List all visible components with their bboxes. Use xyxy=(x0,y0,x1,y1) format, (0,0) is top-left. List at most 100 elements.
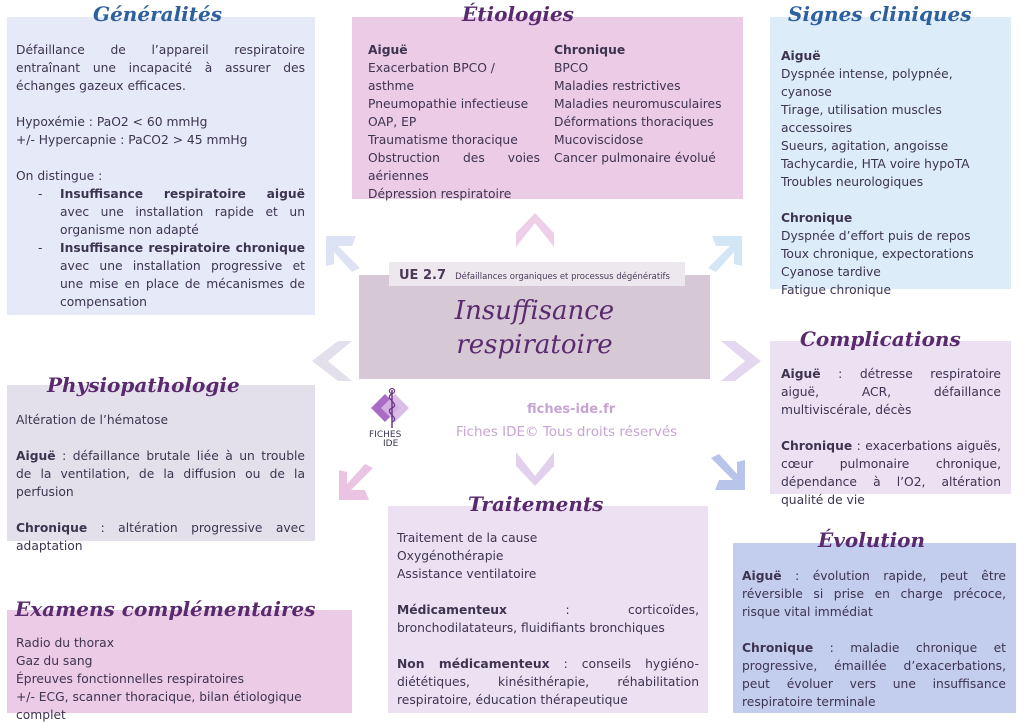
acute-label: Aiguë xyxy=(742,569,782,583)
generalites-definition: Défaillance de l’appareil respiratoire e… xyxy=(16,43,305,93)
acute-label: Aiguë xyxy=(781,367,821,381)
item-bold: Insuffisance respiratoire aiguë xyxy=(60,187,305,201)
physio-chronic: Chronique : altération progressive avec … xyxy=(16,519,305,555)
center-title-line2: respiratoire xyxy=(456,330,613,360)
chronic-text: : altération progressive avec adaptation xyxy=(16,521,305,553)
list-item: Sueurs, agitation, angoisse xyxy=(781,139,949,153)
acute-header: Aiguë xyxy=(368,43,408,57)
chronic-header: Chronique xyxy=(781,211,853,225)
list-item: Exacerbation BPCO / asthme xyxy=(368,61,495,93)
list-item: Dyspnée intense, polypnée, cyanose xyxy=(781,67,953,99)
arrow-left-icon xyxy=(312,341,352,381)
list-item: Insuffisance respiratoire chronique avec… xyxy=(38,239,305,311)
list-item: OAP, EP xyxy=(368,115,417,129)
item-text: avec une installation progressive et une… xyxy=(60,259,305,309)
ue-description: Défaillances organiques et processus dég… xyxy=(455,272,670,282)
list-item: BPCO xyxy=(554,61,589,75)
generalites-distinguish: On distingue : xyxy=(16,169,103,183)
signes-title: Signes cliniques xyxy=(788,2,972,26)
list-item: Gaz du sang xyxy=(16,654,93,668)
acute-header: Aiguë xyxy=(781,49,821,63)
list-item: Radio du thorax xyxy=(16,636,114,650)
arrow-right-icon xyxy=(721,341,761,381)
logo-text-1: FICHES xyxy=(369,430,402,440)
traitements-title: Traitements xyxy=(468,492,604,516)
generalites-hypoxemie: Hypoxémie : PaO2 < 60 mmHg xyxy=(16,115,208,129)
list-item: Obstruction des voies aériennes xyxy=(368,151,540,183)
list-item: Déformations thoraciques xyxy=(554,115,714,129)
list-item: Dépression respiratoire xyxy=(368,187,512,201)
examens-title: Examens complémentaires xyxy=(15,597,316,621)
traitements-nonmedic: Non médicamenteux : conseils hygiéno-dié… xyxy=(397,655,699,709)
chronic-text: : exacerbations aiguës, cœur pulmonaire … xyxy=(781,439,1001,507)
copyright: Fiches IDE© Tous droits réservés xyxy=(456,424,678,440)
physio-line1: Altération de l’hématose xyxy=(16,413,169,427)
traitements-box: Traitement de la cause Oxygénothérapie A… xyxy=(388,506,708,713)
list-item: Cyanose tardive xyxy=(781,265,881,279)
list-item: Traumatisme thoracique xyxy=(368,133,518,147)
medic-text: : corticoïdes, bronchodilatateurs, fluid… xyxy=(397,603,699,635)
logo-icon xyxy=(371,387,409,428)
list-item: Insuffisance respiratoire aiguë avec une… xyxy=(38,185,305,239)
chronic-label: Chronique xyxy=(16,521,88,535)
list-item: Troubles neurologiques xyxy=(781,175,924,189)
list-item: Mucoviscidose xyxy=(554,133,644,147)
arrow-up-right-icon xyxy=(706,232,746,272)
list-item: Maladies neuromusculaires xyxy=(554,97,722,111)
evolution-box: Aiguë : évolution rapide, peut être réve… xyxy=(733,543,1016,713)
ue-code: UE 2.7 xyxy=(399,268,446,283)
physio-title: Physiopathologie xyxy=(47,373,240,397)
list-item: Traitement de la cause xyxy=(397,531,538,545)
center-title-box: Insuffisance respiratoire xyxy=(359,275,710,379)
etiologies-box: Aiguë Exacerbation BPCO / asthme Pneumop… xyxy=(352,17,743,201)
chronic-label: Chronique xyxy=(742,641,814,655)
physio-box: Altération de l’hématose Aiguë : défaill… xyxy=(7,385,315,553)
fiches-ide-logo: FICHES IDE xyxy=(363,386,423,452)
signes-box: Aiguë Dyspnée intense, polypnée, cyanose… xyxy=(770,17,1011,297)
list-item: Tirage, utilisation muscles accessoires xyxy=(781,103,942,135)
list-item: Fatigue chronique xyxy=(781,283,892,297)
list-item: Pneumopathie infectieuse xyxy=(368,97,529,111)
arrow-up-left-icon xyxy=(322,232,362,272)
etiologies-title: Étiologies xyxy=(462,2,574,26)
evolution-title: Évolution xyxy=(818,528,926,552)
item-text: avec une installation rapide et un organ… xyxy=(60,205,305,237)
evolution-chronic: Chronique : maladie chronique et progres… xyxy=(742,639,1006,711)
acute-text: : défaillance brutale liée à un trouble … xyxy=(16,449,305,499)
nonmedic-text: : conseils hygiéno-diététiques, kinésith… xyxy=(397,657,699,707)
complications-title: Complications xyxy=(800,327,961,351)
acute-label: Aiguë xyxy=(16,449,56,463)
generalites-title: Généralités xyxy=(93,2,222,26)
list-item: Dyspnée d’effort puis de repos xyxy=(781,229,971,243)
etiologies-acute-column: Aiguë Exacerbation BPCO / asthme Pneumop… xyxy=(368,41,540,203)
medic-label: Médicamenteux xyxy=(397,603,507,617)
list-item: Assistance ventilatoire xyxy=(397,567,537,581)
traitements-medic: Médicamenteux : corticoïdes, bronchodila… xyxy=(397,601,699,637)
list-item: Toux chronique, expectorations xyxy=(781,247,974,261)
site-url: fiches-ide.fr xyxy=(527,402,616,417)
ue-label-box: UE 2.7 Défaillances organiques et proces… xyxy=(389,262,685,286)
list-item: Épreuves fonctionnelles respiratoires xyxy=(16,672,245,686)
acute-text: : détresse respiratoire aiguë, ACR, défa… xyxy=(781,367,1001,417)
list-item: Maladies restrictives xyxy=(554,79,681,93)
nonmedic-label: Non médicamenteux xyxy=(397,657,550,671)
evolution-acute: Aiguë : évolution rapide, peut être réve… xyxy=(742,567,1006,621)
complications-box: Aiguë : détresse respiratoire aiguë, ACR… xyxy=(770,341,1011,507)
complications-acute: Aiguë : détresse respiratoire aiguë, ACR… xyxy=(781,365,1001,419)
list-item: Oxygénothérapie xyxy=(397,549,504,563)
generalites-hypercapnie: +/- Hypercapnie : PaCO2 > 45 mmHg xyxy=(16,133,248,147)
chronic-label: Chronique xyxy=(781,439,853,453)
list-item: Tachycardie, HTA voire hypoTA xyxy=(781,157,970,171)
physio-acute: Aiguë : défaillance brutale liée à un tr… xyxy=(16,447,305,501)
generalites-list: Insuffisance respiratoire aiguë avec une… xyxy=(16,185,305,311)
center-title-line1: Insuffisance xyxy=(454,296,615,326)
item-bold: Insuffisance respiratoire chronique xyxy=(60,241,305,255)
logo-text-2: IDE xyxy=(383,439,399,449)
etiologies-chronic-column: Chronique BPCO Maladies restrictives Mal… xyxy=(554,41,739,167)
chronic-header: Chronique xyxy=(554,43,626,57)
chronic-text: : maladie chronique et progressive, émai… xyxy=(742,641,1006,709)
examens-box: Radio du thorax Gaz du sang Épreuves fon… xyxy=(7,610,352,722)
list-item: Cancer pulmonaire évolué xyxy=(554,151,716,165)
acute-text: : évolution rapide, peut être réversible… xyxy=(742,569,1006,619)
list-item: +/- ECG, scanner thoracique, bilan étiol… xyxy=(16,690,302,722)
